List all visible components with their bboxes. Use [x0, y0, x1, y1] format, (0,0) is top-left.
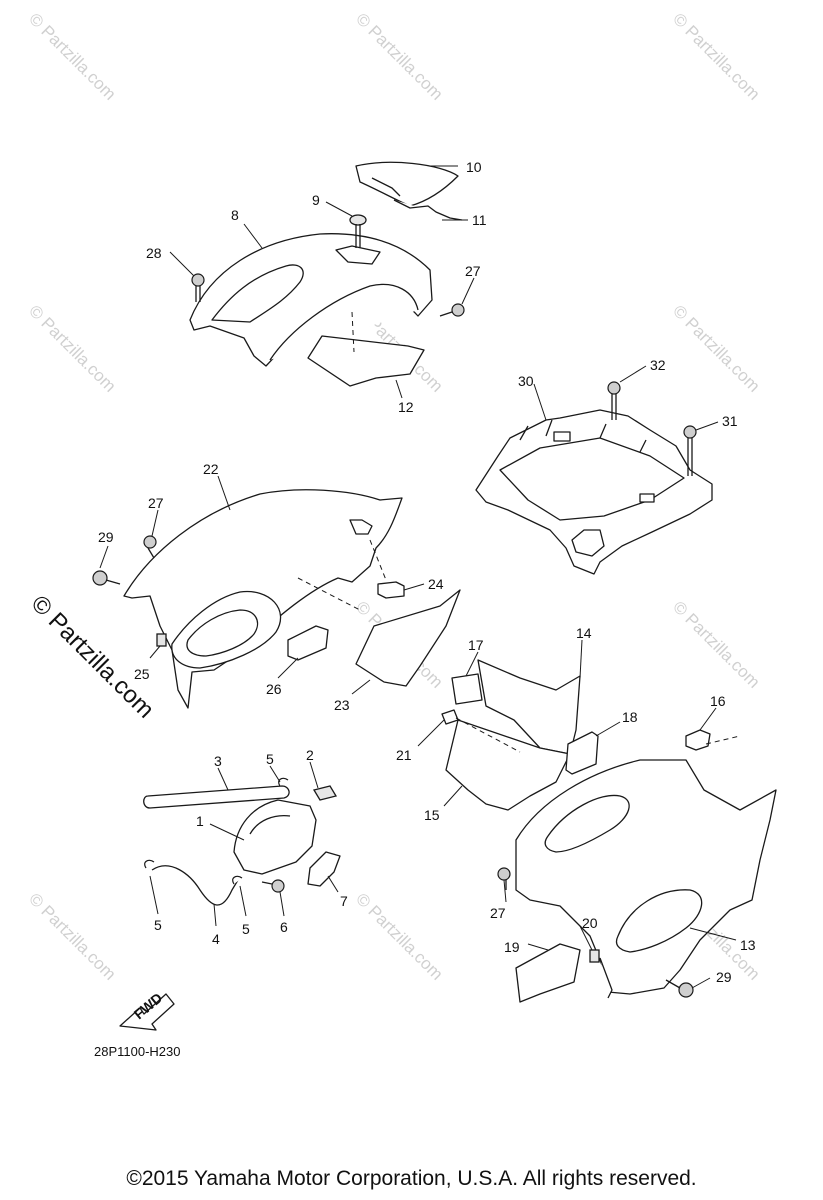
- fwd-arrow-icon: FWD: [119, 990, 175, 1031]
- callout-1[interactable]: 1: [196, 813, 204, 829]
- callout-2[interactable]: 2: [306, 747, 314, 763]
- part-screw-27-top[interactable]: [439, 303, 465, 317]
- callout-6[interactable]: 6: [280, 919, 288, 935]
- watermark: © Partzilla.com: [669, 9, 763, 103]
- part-side-cover-22[interactable]: [123, 489, 403, 709]
- watermark: © Partzilla.com: [25, 301, 119, 395]
- part-stay-11[interactable]: [393, 199, 463, 221]
- callout-25[interactable]: 25: [134, 666, 150, 682]
- part-cap-2[interactable]: [312, 785, 338, 801]
- part-pad-18[interactable]: [565, 731, 599, 775]
- part-decal-15[interactable]: [445, 719, 571, 811]
- callout-12[interactable]: 12: [398, 399, 414, 415]
- callout-20[interactable]: 20: [582, 915, 598, 931]
- callout-23[interactable]: 23: [334, 697, 350, 713]
- callout-21[interactable]: 21: [396, 747, 412, 763]
- part-decal-23[interactable]: [355, 589, 461, 687]
- callout-16[interactable]: 16: [710, 693, 726, 709]
- part-damper-16[interactable]: [685, 729, 711, 751]
- part-cover-10[interactable]: [355, 161, 459, 207]
- part-damper-24[interactable]: [377, 581, 405, 599]
- part-pad-12[interactable]: [307, 335, 425, 387]
- part-clamp-5-left[interactable]: [144, 859, 155, 869]
- part-frame-30[interactable]: [475, 409, 713, 575]
- callout-19[interactable]: 19: [504, 939, 520, 955]
- callout-27-mid[interactable]: 27: [148, 495, 164, 511]
- callouts: 10 11 9 8 28 27 12 30 32 31 22 27 29 24 …: [98, 159, 756, 985]
- callout-14[interactable]: 14: [576, 625, 592, 641]
- part-bolt-6[interactable]: [261, 879, 285, 893]
- part-box-1[interactable]: [233, 799, 317, 875]
- callout-18[interactable]: 18: [622, 709, 638, 725]
- leader-lines: [99, 165, 737, 989]
- callout-5-top[interactable]: 5: [266, 751, 274, 767]
- watermark: © Partzilla.com: [352, 889, 446, 983]
- watermark: © Partzilla.com: [669, 301, 763, 395]
- part-pad-17[interactable]: [451, 673, 483, 705]
- part-pad-7[interactable]: [307, 851, 341, 887]
- callout-32[interactable]: 32: [650, 357, 666, 373]
- watermark: © Partzilla.com: [352, 9, 446, 103]
- callout-7[interactable]: 7: [340, 893, 348, 909]
- callout-15[interactable]: 15: [424, 807, 440, 823]
- part-side-cover-13[interactable]: [515, 759, 777, 999]
- part-clip-25[interactable]: [156, 633, 167, 647]
- part-clamp-5-top[interactable]: [278, 777, 289, 787]
- watermark: © Partzilla.com: [25, 9, 119, 103]
- copyright-notice: ©2015 Yamaha Motor Corporation, U.S.A. A…: [126, 1167, 697, 1190]
- callout-5-right[interactable]: 5: [242, 921, 250, 937]
- callout-13[interactable]: 13: [740, 937, 756, 953]
- callout-10[interactable]: 10: [466, 159, 482, 175]
- callout-27-top[interactable]: 27: [465, 263, 481, 279]
- callout-5-left[interactable]: 5: [154, 917, 162, 933]
- callout-24[interactable]: 24: [428, 576, 444, 592]
- part-screw-31[interactable]: [683, 425, 697, 476]
- part-clip-32[interactable]: [607, 381, 621, 420]
- callout-29-right[interactable]: 29: [716, 969, 732, 985]
- part-screw-27-bottom[interactable]: [497, 867, 511, 890]
- part-grommet-9[interactable]: [349, 214, 367, 248]
- diagram-code: 28P1100-H230: [94, 1044, 181, 1059]
- part-screw-28[interactable]: [191, 273, 205, 302]
- part-decal-19[interactable]: [515, 943, 581, 1003]
- watermark-large: © Partzilla.com: [26, 590, 159, 723]
- callout-30[interactable]: 30: [518, 373, 534, 389]
- watermark: © Partzilla.com: [669, 597, 763, 691]
- callout-3[interactable]: 3: [214, 753, 222, 769]
- callout-31[interactable]: 31: [722, 413, 738, 429]
- part-screw-27-mid[interactable]: [143, 535, 157, 559]
- callout-22[interactable]: 22: [203, 461, 219, 477]
- callout-28[interactable]: 28: [146, 245, 162, 261]
- callout-9[interactable]: 9: [312, 192, 320, 208]
- callout-27-bottom[interactable]: 27: [490, 905, 506, 921]
- part-bolt-29-left[interactable]: [92, 570, 121, 586]
- part-pad-21[interactable]: [441, 709, 459, 725]
- part-bolt-29-right[interactable]: [665, 979, 694, 998]
- part-hose-3[interactable]: [143, 785, 290, 809]
- callout-4[interactable]: 4: [212, 931, 220, 947]
- callout-17[interactable]: 17: [468, 637, 484, 653]
- part-hose-4[interactable]: [151, 865, 239, 906]
- part-damper-26[interactable]: [287, 625, 329, 661]
- callout-8[interactable]: 8: [231, 207, 239, 223]
- callout-26[interactable]: 26: [266, 681, 282, 697]
- part-rear-fender-8[interactable]: [189, 233, 433, 367]
- part-clip-20[interactable]: [589, 949, 600, 963]
- watermark: © Partzilla.com: [25, 889, 119, 983]
- callout-11[interactable]: 11: [472, 212, 487, 228]
- callout-29-left[interactable]: 29: [98, 529, 114, 545]
- part-clamp-5-right[interactable]: [232, 875, 243, 885]
